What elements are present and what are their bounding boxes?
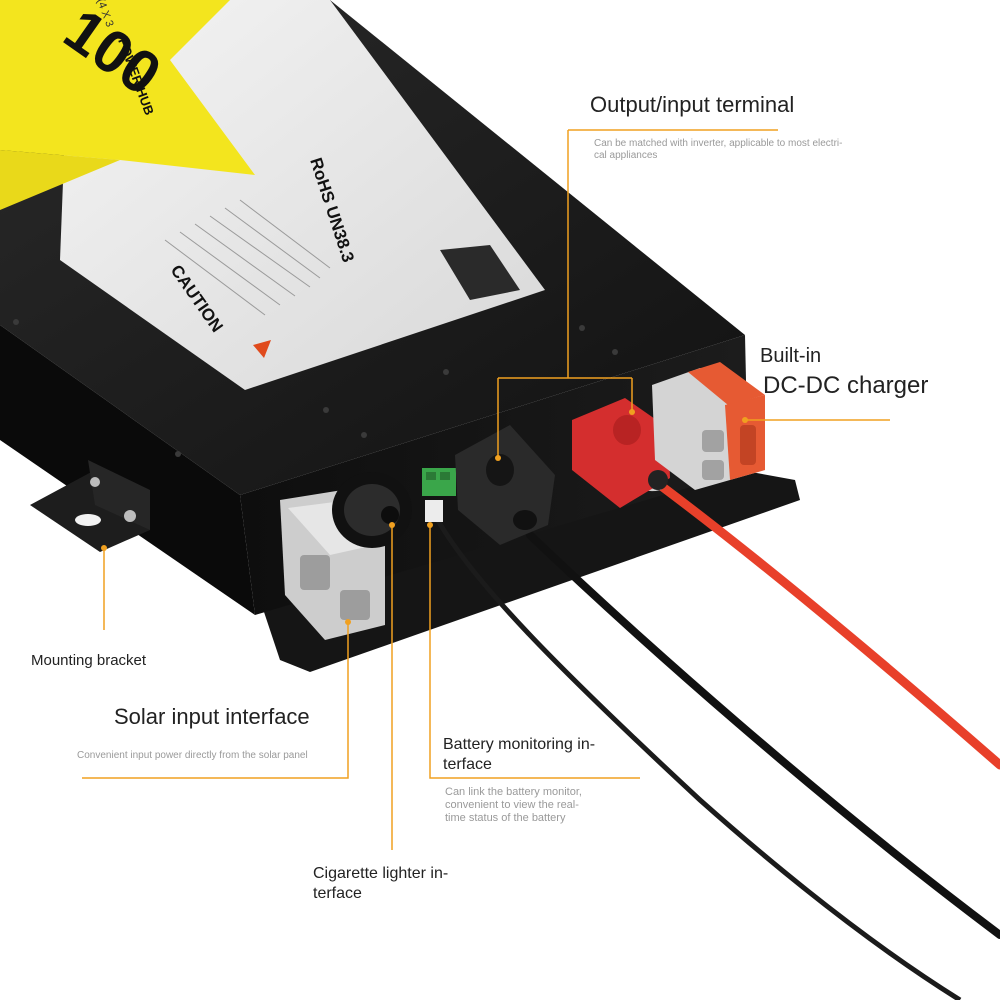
case-screws xyxy=(13,319,618,457)
cigarette-lighter-socket xyxy=(332,472,412,548)
output-terminal-red xyxy=(572,398,670,508)
leader-battery-monitor xyxy=(429,525,640,779)
cigarette-title: Cigarette lighter in- terface xyxy=(313,865,449,902)
mounting-bracket-title: Mounting bracket xyxy=(31,652,147,669)
top-label xyxy=(0,0,545,390)
label-fine-print xyxy=(164,199,331,316)
leader-dots xyxy=(101,409,748,625)
leader-solar xyxy=(82,622,349,779)
solar-desc: Convenient input power directly from the… xyxy=(77,750,308,761)
battery-monitor-terminal xyxy=(422,468,456,522)
mounting-bracket xyxy=(30,460,150,552)
black-wire-main xyxy=(526,531,1000,939)
solar-title: Solar input interface xyxy=(114,704,310,729)
output-input-title: Output/input terminal xyxy=(590,92,795,117)
dcdc-title-line2: DC-DC charger xyxy=(763,372,929,399)
dcdc-title-line1: Built-in xyxy=(760,345,822,367)
dcdc-anderson-connector xyxy=(652,362,765,490)
black-wire-monitor xyxy=(432,513,962,1000)
battery-monitor-title: Battery monitoring in- terface xyxy=(443,736,596,773)
output-terminal-black xyxy=(455,425,555,545)
output-input-desc: Can be matched with inverter, applicable… xyxy=(594,138,843,161)
caution-triangle-icon xyxy=(253,340,271,358)
red-wire xyxy=(655,480,1000,770)
battery-monitor-desc: Can link the battery monitor, convenient… xyxy=(445,786,582,824)
yellow-label-area xyxy=(0,0,255,175)
leader-lines xyxy=(82,129,890,850)
